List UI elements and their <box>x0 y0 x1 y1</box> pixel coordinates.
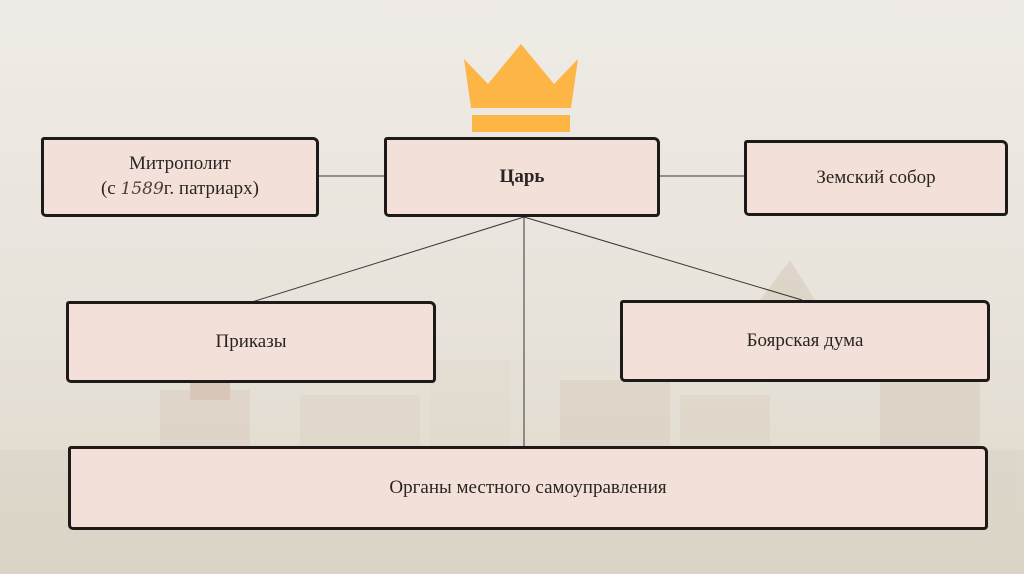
right-box-zemsky-sobor: Земский собор <box>744 140 1008 216</box>
crown-icon <box>464 44 578 132</box>
metropolitan-subtitle: (с 1589г. патриарх) <box>100 178 259 199</box>
middle-right-box-boyar-duma: Боярская дума <box>620 300 990 382</box>
local-government-label: Органы местного самоуправления <box>389 476 667 498</box>
middle-left-box-prikazy: Приказы <box>66 301 436 383</box>
prikazy-label: Приказы <box>215 330 287 352</box>
top-box-tsar: Царь <box>384 137 660 217</box>
tsar-label: Царь <box>499 165 545 187</box>
zemsky-sobor-label: Земский собор <box>816 166 936 188</box>
bottom-box-local-government: Органы местного самоуправления <box>68 446 988 530</box>
year-1589: 1589 <box>120 179 164 199</box>
boyar-duma-label: Боярская дума <box>746 329 864 351</box>
metropolitan-title: Митрополит <box>129 153 231 175</box>
left-box-metropolitan: Митрополит (с 1589г. патриарх) <box>41 137 319 217</box>
